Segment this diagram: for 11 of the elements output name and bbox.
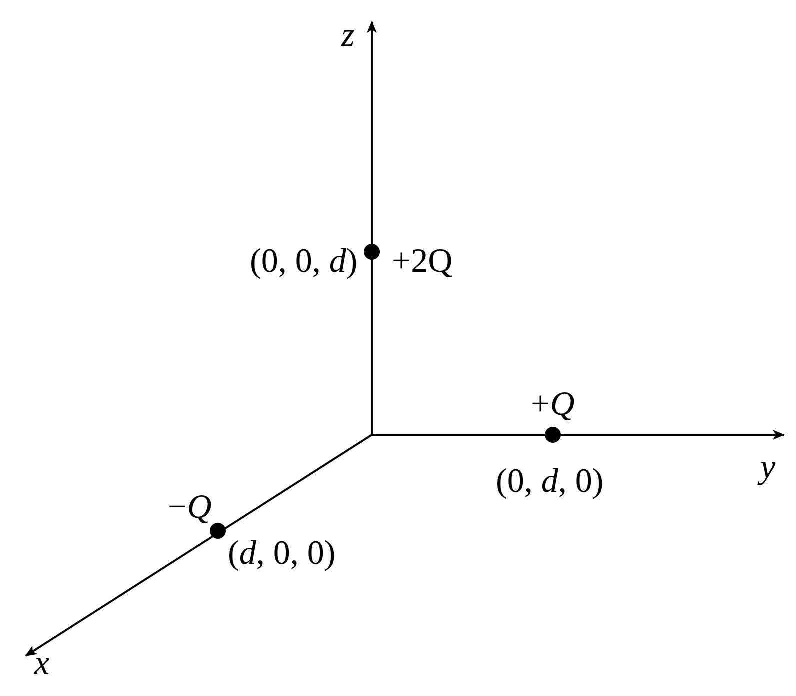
point-charge-dot (545, 427, 561, 443)
coordinate-label: (0, d, 0) (496, 463, 604, 501)
point-charge-dot (210, 523, 226, 539)
charge-label: +2Q (392, 243, 453, 281)
charge-label: +Q (531, 386, 575, 424)
charge-label: −Q (168, 489, 212, 527)
coordinate-label: (d, 0, 0) (228, 535, 336, 573)
point-charge-dot (364, 244, 380, 260)
coordinate-label: (0, 0, d) (250, 243, 358, 281)
axis-label: z (342, 17, 355, 55)
axis-label: x (34, 645, 50, 683)
